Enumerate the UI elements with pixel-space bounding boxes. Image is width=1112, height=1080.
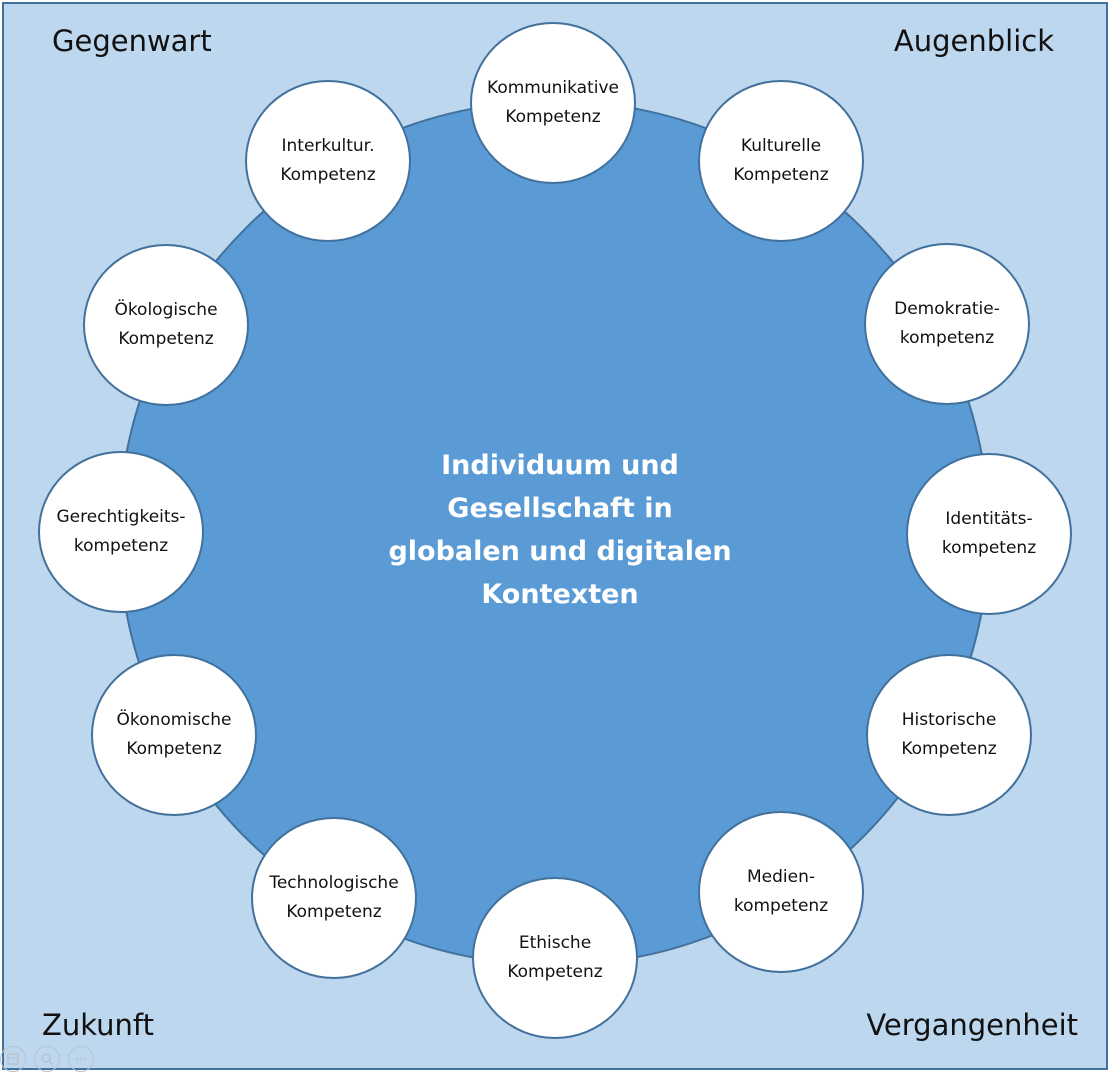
competency-label-line2: Kompetenz: [733, 165, 829, 185]
competency-label-line2: kompetenz: [73, 536, 169, 556]
central-title-line: globalen und digitalen: [388, 536, 732, 567]
corner-label-bottom-right: Vergangenheit: [866, 1008, 1078, 1042]
competency-label-line2: kompetenz: [899, 328, 995, 348]
central-title: Individuum und Gesellschaft in globalen …: [340, 444, 780, 616]
slide-view-button[interactable]: [0, 1046, 26, 1072]
competency-circle-demokratie: Demokratie-kompetenz: [864, 243, 1030, 405]
more-options-button[interactable]: [68, 1046, 94, 1072]
competency-label-line2: Kompetenz: [280, 165, 376, 185]
competency-label-line1: Interkultur.: [281, 136, 375, 156]
competency-label-line2: Kompetenz: [901, 739, 997, 759]
slide-icon: [7, 1053, 19, 1065]
competency-label-line1: Historische: [901, 710, 997, 730]
competency-label-line1: Ethische: [518, 933, 592, 953]
more-icon: [75, 1057, 87, 1061]
competency-label-line2: kompetenz: [941, 538, 1037, 558]
competency-label-line1: Ökonomische: [116, 710, 232, 730]
central-title-line: Gesellschaft in: [447, 493, 673, 524]
competency-label-line1: Medien-: [746, 867, 815, 887]
competency-circle-gerechtigkeits: Gerechtigkeits-kompetenz: [38, 451, 204, 613]
central-circle: [118, 100, 990, 966]
competency-label-line2: Kompetenz: [286, 902, 382, 922]
central-title-line: Kontexten: [481, 579, 639, 610]
competency-label-line2: Kompetenz: [507, 962, 603, 982]
zoom-button[interactable]: [34, 1046, 60, 1072]
search-icon: [41, 1053, 54, 1066]
corner-label-top-right: Augenblick: [893, 24, 1054, 58]
corner-label-bottom-left: Zukunft: [42, 1008, 154, 1042]
competency-label-line2: Kompetenz: [505, 107, 601, 127]
competency-circle-medien: Medien-kompetenz: [698, 811, 864, 973]
slide-toolbar: [0, 1046, 94, 1072]
competency-label-line1: Demokratie-: [894, 299, 1000, 319]
competency-label-line1: Kulturelle: [740, 136, 822, 156]
central-title-line: Individuum und: [441, 450, 679, 481]
competency-label-line1: Technologische: [269, 873, 399, 893]
competency-circle-identitaets: Identitäts-kompetenz: [906, 453, 1072, 615]
competency-label-line1: Kommunikative: [487, 78, 619, 98]
competency-label-line2: kompetenz: [733, 896, 829, 916]
competency-circle-interkultur: Interkultur. Kompetenz: [245, 80, 411, 242]
competency-label-line2: Kompetenz: [126, 739, 222, 759]
competency-label-line1: Ökologische: [114, 300, 218, 320]
competency-label-line1: Identitäts-: [945, 509, 1033, 529]
competency-label-line1: Gerechtigkeits-: [56, 507, 186, 527]
competency-label-line2: Kompetenz: [118, 329, 214, 349]
corner-label-top-left: Gegenwart: [52, 24, 212, 58]
